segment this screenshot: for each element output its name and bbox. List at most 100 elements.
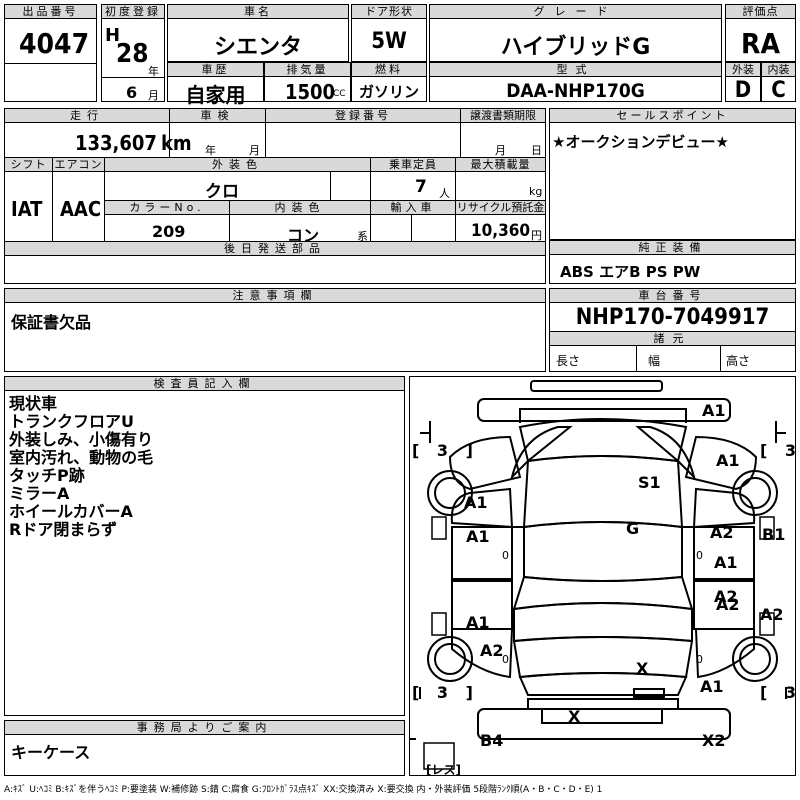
damage-mark: A1 <box>464 493 488 512</box>
damage-mark: A2 <box>716 595 740 614</box>
car-outline <box>410 380 787 770</box>
office-box: 事務局よりご案内 キーケース <box>4 720 405 776</box>
history-box: 車歴 自家用 <box>167 62 264 107</box>
equip-label: 純正装備 <box>550 241 795 255</box>
displacement: 1500 <box>285 80 336 104</box>
damage-mark: A2 <box>710 523 734 542</box>
first-reg-box: 初度登録 H 28 年 6 月 <box>101 4 165 102</box>
tire-depth-rear-left: [ 3 ] <box>412 683 479 702</box>
first-reg-label: 初度登録 <box>102 5 164 19</box>
capacity-unit: 人 <box>439 187 450 200</box>
recycle-unit: 円 <box>531 229 542 242</box>
specs-label: 諸元 <box>550 332 795 346</box>
equip-box: 純正装備 ABS エアB PS PW <box>549 240 796 284</box>
fuel: ガソリン <box>358 83 419 101</box>
inspector-remark-line: 現状車 <box>9 394 58 413</box>
damage-mark: X <box>636 659 649 678</box>
int-box: 内装 C <box>761 62 796 103</box>
color-label: 外装色 <box>105 158 370 172</box>
body-color: クロ <box>205 182 239 202</box>
disp-box: 排気量 1500 CC <box>264 62 351 104</box>
disp-unit: CC <box>333 89 346 99</box>
chassis-box: 車台番号 NHP170-7049917 諸元 長さ 幅 高さ <box>549 288 796 372</box>
damage-mark: S1 <box>638 473 661 492</box>
door-label: ドア形状 <box>352 5 426 19</box>
car-name: シエンタ <box>213 35 302 60</box>
spec-length: 長さ <box>556 354 581 368</box>
reg-month: 6 <box>126 83 138 102</box>
damage-mark: 0 <box>502 653 509 666</box>
caution-label: 注意事項欄 <box>5 289 545 303</box>
damage-legend: A:ｷｽﾞ U:ﾍｺﾐ B:ｷｽﾞを伴うﾍｺﾐ P:要塗装 W:補修跡 S:錆 … <box>4 785 603 795</box>
recycle-label: リサイクル預託金 <box>456 201 545 215</box>
reg-year: 28 <box>116 39 149 69</box>
recycle-fee: 10,360 <box>471 221 531 241</box>
ext-label: 外装 <box>726 63 760 77</box>
disp-label: 排気量 <box>265 63 350 77</box>
office-text: キーケース <box>11 743 91 762</box>
eval-label: 評価点 <box>726 5 795 19</box>
import-label: 輸入車 <box>371 201 455 215</box>
chassis-label: 車台番号 <box>550 289 795 303</box>
spec-width: 幅 <box>648 354 661 368</box>
tire-depth-front-right: [ 3 ] <box>760 441 800 460</box>
inspector-label: 検査員記入欄 <box>5 377 404 391</box>
regno-label: 登録番号 <box>266 109 460 123</box>
history: 自家用 <box>185 83 246 107</box>
selling-point: ★オークションデビュー★ <box>552 133 729 151</box>
damage-mark: X <box>568 707 581 726</box>
int-label: 内装 <box>762 63 795 77</box>
mileage-label: 走行 <box>5 109 169 123</box>
inspector-remark-line: ミラーA <box>9 484 70 503</box>
caution-box: 注意事項欄 保証書欠品 <box>4 288 546 372</box>
year-unit: 年 <box>148 65 159 78</box>
model-box: 型式 DAA-NHP170G <box>429 62 722 102</box>
tire-depth-front-left: [ 3 ] <box>412 441 479 460</box>
inspector-remark-line: 外装しみ、小傷有り <box>9 430 154 449</box>
grade-box: グレード ハイブリッドG <box>429 4 722 62</box>
damage-mark: B4 <box>480 731 504 750</box>
lot-label: 出品番号 <box>5 5 96 19</box>
lot-box: 出品番号 4047 <box>4 4 97 102</box>
era: H <box>105 25 121 46</box>
selling-box: セールスポイント ★オークションデビュー★ <box>549 108 796 240</box>
damage-mark: 0 <box>502 549 509 562</box>
ac-label: エアコン <box>53 158 104 172</box>
damage-mark: A1 <box>714 553 738 572</box>
damage-mark: A2 <box>480 641 504 660</box>
inspector-remark-line: タッチP跡 <box>9 466 85 485</box>
interior-color: コン <box>287 226 320 245</box>
damage-mark: A1 <box>466 613 490 632</box>
eval-score: RA <box>741 27 780 60</box>
history-label: 車歴 <box>168 63 263 77</box>
month-unit: 月 <box>148 89 159 102</box>
model-label: 型式 <box>430 63 721 77</box>
later-parts-label: 後日発送部品 <box>5 242 545 256</box>
aircon: AAC <box>60 197 102 221</box>
eval-box: 評価点 RA <box>725 4 796 62</box>
capacity-label: 乗車定員 <box>371 158 455 172</box>
fuel-box: 燃料 ガソリン <box>351 62 427 102</box>
damage-mark: 0 <box>696 549 703 562</box>
equipment: ABS エアB PS PW <box>560 263 701 281</box>
damage-mark: A1 <box>716 451 740 470</box>
load-unit: kg <box>529 185 543 198</box>
intcolor-label: 内装色 <box>230 201 370 215</box>
inspect-month-unit: 月 <box>249 144 260 157</box>
model: DAA-NHP170G <box>506 80 645 102</box>
damage-mark: 0 <box>696 653 703 666</box>
damage-mark: G <box>626 519 640 538</box>
inspect-year-unit: 年 <box>205 144 216 157</box>
damage-mark: A1 <box>466 527 490 546</box>
inspector-remark-line: 室内汚れ、動物の毛 <box>9 448 154 467</box>
spare-tire-less: [レス] <box>426 763 461 777</box>
shift: IAT <box>11 197 43 221</box>
door-box: ドア形状 5W <box>351 4 427 62</box>
damage-mark: A1 <box>700 677 724 696</box>
lot-number: 4047 <box>19 27 90 60</box>
color-number: 209 <box>152 222 186 241</box>
